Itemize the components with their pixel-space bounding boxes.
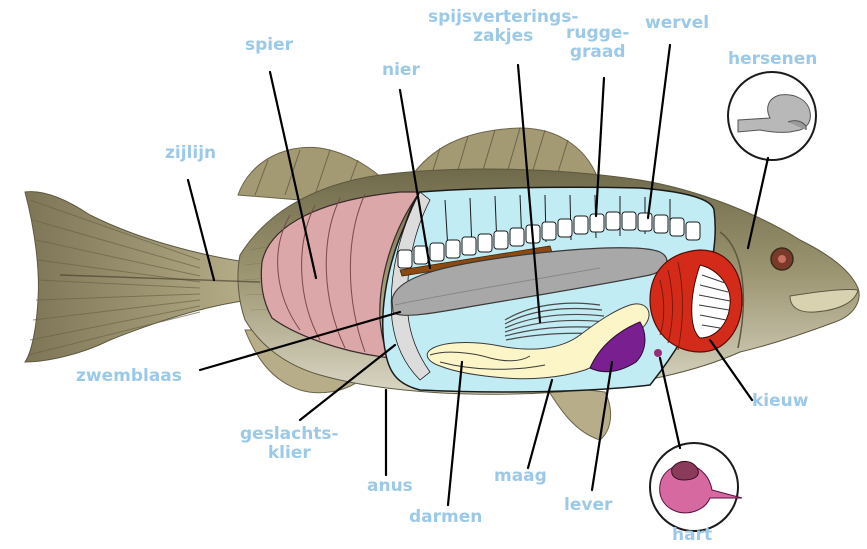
label-spijsverterings-line1: spijsverterings-	[428, 8, 578, 27]
label-ruggegraad-line1: rugge-	[566, 24, 629, 43]
label-kieuw: kieuw	[752, 392, 808, 411]
heart-inset	[650, 443, 742, 531]
label-spijsverterings: spijsverterings- zakjes	[428, 8, 578, 46]
label-ruggegraad: rugge- graad	[566, 24, 629, 62]
label-nier: nier	[382, 61, 420, 80]
gill	[650, 250, 742, 352]
brain-inset	[728, 72, 816, 160]
label-maag: maag	[494, 467, 547, 486]
label-hersenen: hersenen	[728, 50, 817, 69]
label-wervel: wervel	[645, 14, 709, 33]
heart-dot	[654, 349, 662, 357]
label-ruggegraad-line2: graad	[566, 43, 629, 62]
label-spier: spier	[245, 36, 293, 55]
label-geslachtsklier: geslachts- klier	[240, 425, 339, 463]
label-zijlijn: zijlijn	[165, 144, 216, 163]
label-anus: anus	[367, 477, 413, 496]
label-darmen: darmen	[409, 508, 482, 527]
label-hart: hart	[672, 526, 712, 545]
label-geslachtsklier-line2: klier	[240, 444, 339, 463]
label-geslachtsklier-line1: geslachts-	[240, 425, 339, 444]
label-lever: lever	[564, 496, 612, 515]
label-zwemblaas: zwemblaas	[76, 367, 182, 386]
label-spijsverterings-line2: zakjes	[428, 27, 578, 46]
tail-fin	[25, 192, 250, 362]
